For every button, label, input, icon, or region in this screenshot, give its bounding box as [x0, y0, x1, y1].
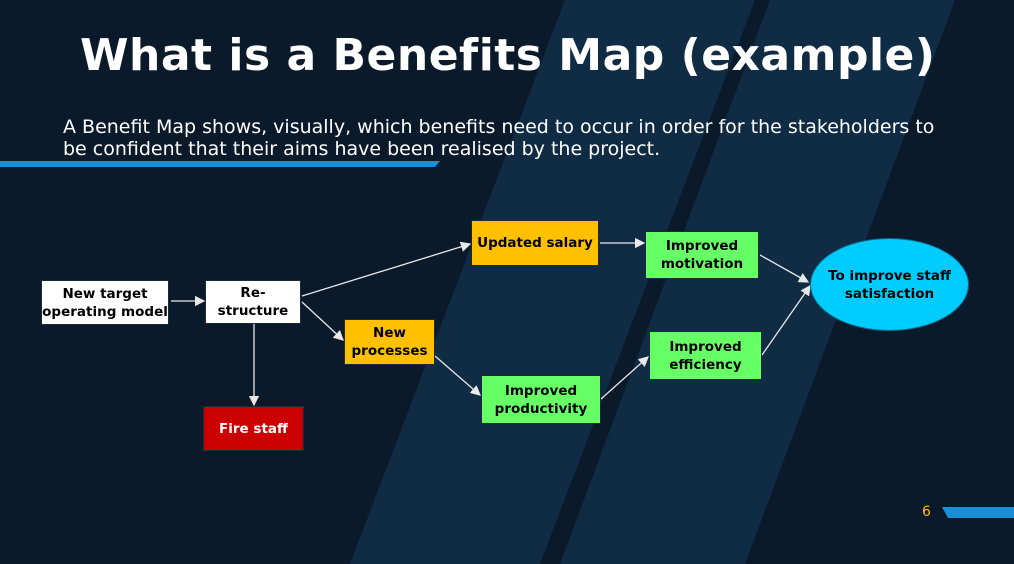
page-number-bar — [942, 507, 1014, 518]
arrow-efficiency-to-satisfaction — [761, 284, 811, 356]
node-improved-efficiency: Improved efficiency — [649, 331, 762, 380]
diagonal-stripe-right — [560, 0, 955, 564]
node-label: Improved motivation — [660, 238, 744, 272]
node-updated-salary: Updated salary — [471, 220, 599, 266]
diagonal-stripe-left — [350, 0, 755, 564]
node-improved-motivation: Improved motivation — [645, 231, 759, 279]
node-label: New target operating model — [42, 285, 168, 320]
arrow-motivation-to-satisfaction — [759, 254, 810, 283]
arrow-restructure-to-salary — [301, 241, 472, 297]
slide-subtitle: A Benefit Map shows, visually, which ben… — [63, 116, 935, 160]
slide-title: What is a Benefits Map (example) — [80, 30, 936, 81]
node-new-processes: New processes — [344, 319, 435, 365]
node-restructure: Re-structure — [205, 280, 301, 324]
node-label: Improved efficiency — [669, 338, 742, 373]
arrow-processes-to-productivity — [434, 355, 481, 396]
arrow-productivity-to-efficiency — [600, 356, 649, 400]
node-label: To improve staff satisfaction — [828, 267, 951, 302]
connector-arrows — [171, 237, 811, 407]
node-fire-staff: Fire staff — [203, 406, 304, 451]
title-underline-bar — [0, 161, 440, 167]
node-staff-satisfaction: To improve staff satisfaction — [810, 238, 969, 331]
node-label: Improved productivity — [494, 382, 588, 417]
page-number: 6 — [922, 504, 931, 520]
node-label: Fire staff — [219, 420, 288, 437]
node-label: New processes — [351, 325, 428, 359]
node-improved-productivity: Improved productivity — [481, 375, 601, 424]
arrow-restructure-to-processes — [301, 301, 344, 341]
node-new-target-operating-model: New target operating model — [41, 280, 169, 325]
node-label: Re-structure — [217, 285, 289, 319]
node-label: Updated salary — [477, 235, 593, 251]
